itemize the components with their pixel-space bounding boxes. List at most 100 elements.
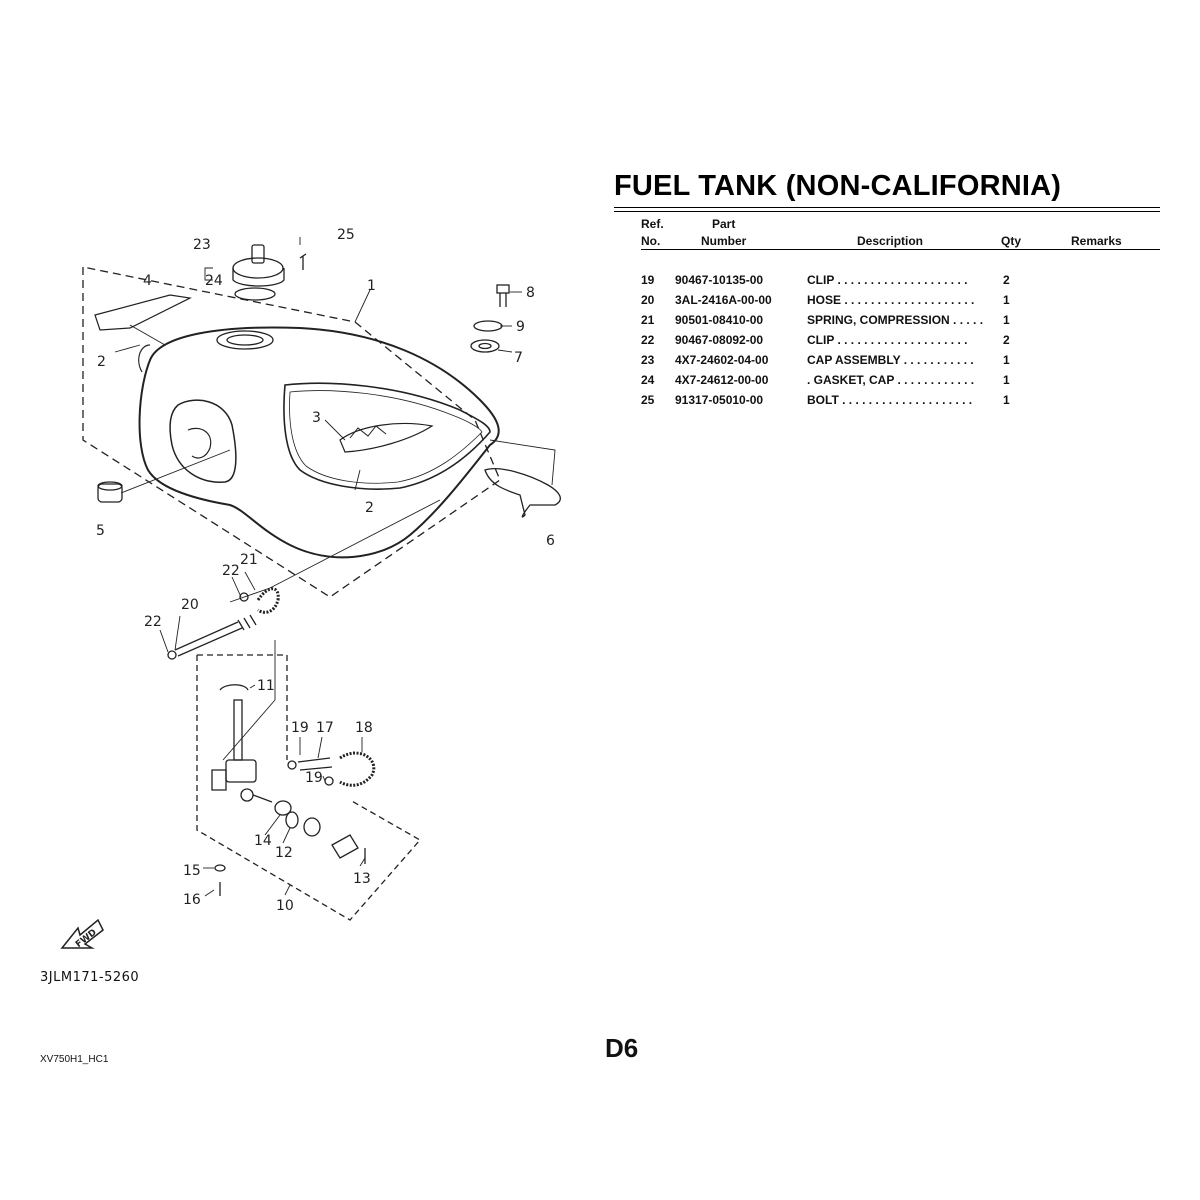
spring-21	[256, 587, 280, 614]
callout-17: 17	[316, 720, 334, 736]
callout-14: 14	[254, 833, 272, 849]
diagram-code: 3JLM171-5260	[40, 970, 140, 985]
bolt-25	[299, 253, 307, 270]
row-qty: 1	[1003, 353, 1010, 367]
header-ref-line2: No.	[641, 234, 661, 248]
fuel-cock	[211, 684, 366, 896]
callout-22b: 22	[144, 614, 162, 630]
header-part-line1: Part	[712, 217, 736, 231]
row-remarks	[1053, 370, 1153, 390]
nut-5	[97, 481, 123, 503]
model-code: XV750H1_HC1	[40, 1054, 109, 1065]
callout-19b: 19	[305, 770, 323, 786]
row-part-number: 90501-08410-00	[675, 313, 764, 327]
page-number: D6	[605, 1033, 639, 1063]
row-ref: 22	[641, 333, 655, 347]
callout-6: 6	[546, 533, 555, 549]
row-description: . GASKET, CAP . . . . . . . . . . . .	[807, 373, 975, 387]
bracket	[484, 468, 561, 518]
row-ref: 19	[641, 273, 655, 287]
row-remarks	[1053, 330, 1153, 350]
table-row: 21 90501-08410-00 SPRING, COMPRESSION . …	[641, 310, 1153, 330]
callout-21: 21	[240, 552, 258, 568]
cap-assembly	[232, 244, 285, 301]
emblem	[339, 422, 434, 453]
row-part-number: 90467-08092-00	[675, 333, 764, 347]
callout-4: 4	[143, 273, 152, 289]
title-rule-top	[614, 207, 1160, 208]
fuel-cock-outline	[196, 654, 422, 921]
row-remarks	[1053, 350, 1153, 370]
table-row: 23 4X7-24602-04-00 CAP ASSEMBLY . . . . …	[641, 350, 1153, 370]
row-ref: 24	[641, 373, 655, 387]
header-ref-line1: Ref.	[641, 217, 664, 231]
row-remarks	[1053, 390, 1153, 410]
callout-12: 12	[275, 845, 293, 861]
exploded-parts-diagram: 1 2 2 3 4 5 6 7 8 9 10 11 12 13 14 15 16…	[60, 227, 561, 950]
callout-19a: 19	[291, 720, 309, 736]
table-row: 20 3AL-2416A-00-00 HOSE . . . . . . . . …	[641, 290, 1153, 310]
hose-17-18	[287, 751, 376, 787]
parts-table: 19 90467-10135-00 CLIP . . . . . . . . .…	[641, 270, 1153, 410]
header-description: Description	[857, 234, 924, 248]
page-title: FUEL TANK (NON-CALIFORNIA)	[614, 170, 1062, 202]
callout-22a: 22	[222, 563, 240, 579]
row-remarks	[1053, 310, 1153, 330]
row-description: CLIP . . . . . . . . . . . . . . . . . .…	[807, 273, 968, 287]
clip-22b	[239, 592, 249, 602]
row-description: BOLT . . . . . . . . . . . . . . . . . .…	[807, 393, 973, 407]
callout-3: 3	[312, 410, 321, 426]
callout-15: 15	[183, 863, 201, 879]
fwd-arrow-icon	[60, 918, 104, 949]
row-qty: 1	[1003, 373, 1010, 387]
callout-10: 10	[276, 898, 294, 914]
header-qty: Qty	[1001, 234, 1022, 248]
row-description: CAP ASSEMBLY . . . . . . . . . . .	[807, 353, 974, 367]
row-ref: 20	[641, 293, 655, 307]
callout-2b: 2	[365, 500, 374, 516]
mount-hardware	[470, 284, 510, 353]
table-row: 22 90467-08092-00 CLIP . . . . . . . . .…	[641, 330, 1153, 350]
row-qty: 1	[1003, 393, 1010, 407]
row-remarks	[1053, 290, 1153, 310]
callout-25: 25	[337, 227, 355, 243]
callout-16: 16	[183, 892, 201, 908]
row-qty: 2	[1003, 333, 1010, 347]
callout-7: 7	[514, 350, 523, 366]
callout-9: 9	[516, 319, 525, 335]
header-part-line2: Number	[701, 234, 747, 248]
decal	[94, 294, 192, 331]
row-part-number: 4X7-24612-00-00	[675, 373, 769, 387]
header-rule	[641, 249, 1160, 250]
row-remarks	[1053, 270, 1153, 290]
row-ref: 21	[641, 313, 655, 327]
row-part-number: 90467-10135-00	[675, 273, 764, 287]
header-remarks: Remarks	[1071, 234, 1122, 248]
table-row: 25 91317-05010-00 BOLT . . . . . . . . .…	[641, 390, 1153, 410]
callout-2a: 2	[97, 354, 106, 370]
callout-24: 24	[205, 273, 223, 289]
title-rule-bottom	[614, 211, 1160, 212]
table-row: 24 4X7-24612-00-00 . GASKET, CAP . . . .…	[641, 370, 1153, 390]
callout-11: 11	[257, 678, 275, 694]
row-part-number: 3AL-2416A-00-00	[675, 293, 772, 307]
row-description: CLIP . . . . . . . . . . . . . . . . . .…	[807, 333, 968, 347]
callout-5: 5	[96, 523, 105, 539]
row-qty: 2	[1003, 273, 1010, 287]
hose-20	[174, 614, 257, 657]
fuel-tank	[138, 326, 500, 559]
row-description: SPRING, COMPRESSION . . . . .	[807, 313, 984, 327]
row-part-number: 91317-05010-00	[675, 393, 764, 407]
fwd-label: FWD	[74, 928, 99, 950]
callout-18: 18	[355, 720, 373, 736]
row-description: HOSE . . . . . . . . . . . . . . . . . .…	[807, 293, 975, 307]
table-row: 19 90467-10135-00 CLIP . . . . . . . . .…	[641, 270, 1153, 290]
callout-23: 23	[193, 237, 211, 253]
callout-20: 20	[181, 597, 199, 613]
clip-22a	[167, 650, 177, 660]
row-qty: 1	[1003, 293, 1010, 307]
row-qty: 1	[1003, 313, 1010, 327]
callout-8: 8	[526, 285, 535, 301]
row-ref: 23	[641, 353, 655, 367]
row-ref: 25	[641, 393, 655, 407]
